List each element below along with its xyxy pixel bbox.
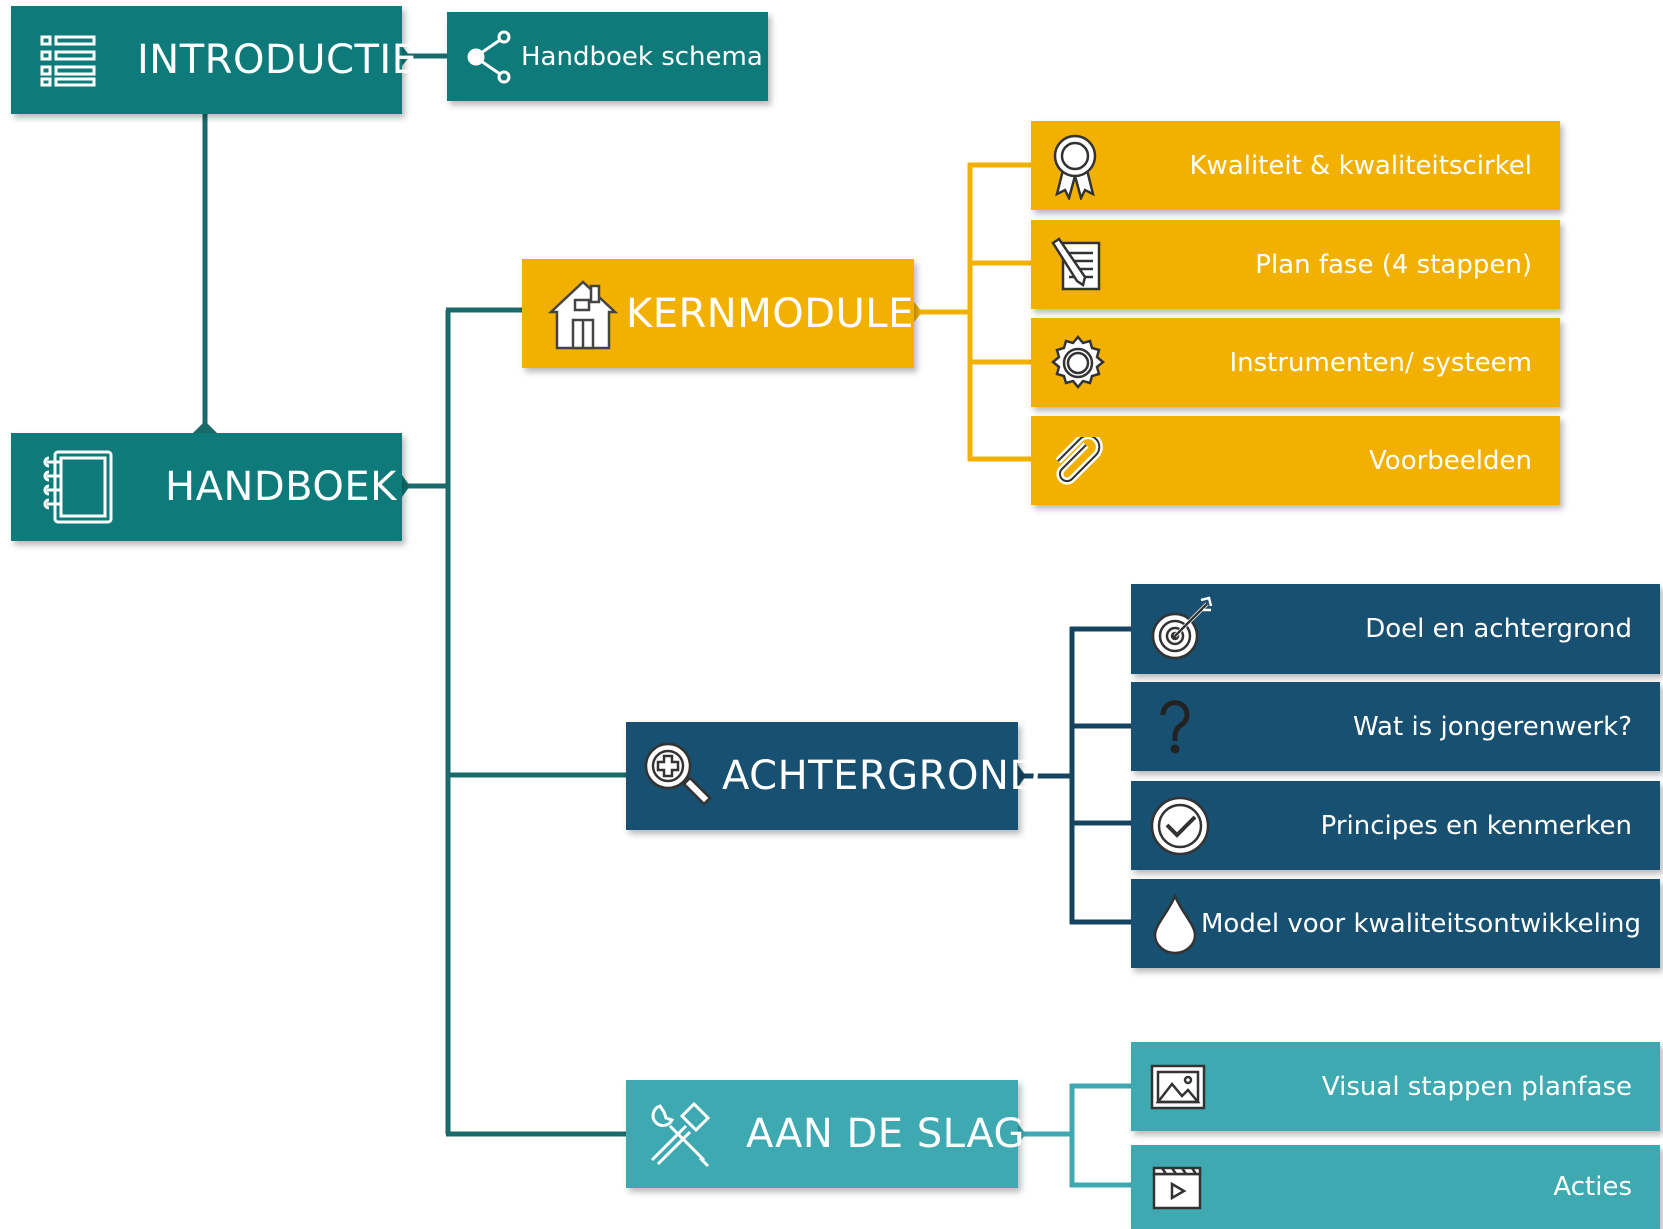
paperclip-icon xyxy=(1049,436,1105,485)
handboek-node[interactable]: HANDBOEK xyxy=(11,433,402,541)
aan-de-slag-item-label: Visual stappen planfase xyxy=(1321,1071,1632,1102)
check-circle-icon xyxy=(1149,795,1211,857)
gear-icon xyxy=(1049,334,1107,392)
kernmodule-item[interactable]: Voorbeelden xyxy=(1031,416,1560,505)
handboek-schema-node[interactable]: Handboek schema xyxy=(447,12,768,101)
kernmodule-node[interactable]: KERNMODULE xyxy=(522,259,914,368)
document-pencil-icon xyxy=(1049,236,1105,293)
achtergrond-item[interactable]: Doel en achtergrond xyxy=(1131,584,1660,674)
kernmodule-item-label: Plan fase (4 stappen) xyxy=(1255,249,1532,280)
magnifier-plus-icon xyxy=(640,738,716,814)
image-icon xyxy=(1149,1064,1207,1110)
kernmodule-item[interactable]: Instrumenten/ systeem xyxy=(1031,318,1560,407)
kernmodule-label: KERNMODULE xyxy=(626,290,914,337)
film-play-icon xyxy=(1149,1164,1205,1210)
aan-de-slag-node[interactable]: AAN DE SLAG xyxy=(626,1080,1025,1188)
kernmodule-item-label: Kwaliteit & kwaliteitscirkel xyxy=(1189,150,1532,181)
aan-de-slag-label: AAN DE SLAG xyxy=(746,1111,1026,1157)
kernmodule-item[interactable]: Kwaliteit & kwaliteitscirkel xyxy=(1031,121,1560,210)
handboek-label: HANDBOEK xyxy=(165,464,397,510)
notebook-icon xyxy=(39,448,119,526)
achtergrond-item[interactable]: Principes en kenmerken xyxy=(1131,781,1660,870)
introductie-node[interactable]: INTRODUCTIE xyxy=(11,6,417,114)
achtergrond-item-label: Wat is jongerenwerk? xyxy=(1353,711,1632,742)
achtergrond-node[interactable]: ACHTERGROND xyxy=(626,722,1040,830)
achtergrond-item-label: Model voor kwaliteitsontwikkeling xyxy=(1201,908,1642,939)
aan-de-slag-item-label: Acties xyxy=(1553,1172,1632,1202)
kernmodule-item-label: Instrumenten/ systeem xyxy=(1229,347,1532,378)
achtergrond-label: ACHTERGROND xyxy=(722,753,1041,799)
target-icon xyxy=(1149,596,1215,662)
house-icon xyxy=(544,276,622,352)
drop-icon xyxy=(1149,892,1201,955)
share-icon xyxy=(465,29,515,85)
award-ribbon-icon xyxy=(1049,132,1101,200)
kernmodule-item-label: Voorbeelden xyxy=(1369,445,1532,476)
aan-de-slag-item[interactable]: Visual stappen planfase xyxy=(1131,1042,1660,1131)
tools-icon xyxy=(640,1098,716,1170)
achtergrond-item[interactable]: Wat is jongerenwerk? xyxy=(1131,682,1660,771)
achtergrond-item-label: Doel en achtergrond xyxy=(1365,614,1632,644)
achtergrond-item-label: Principes en kenmerken xyxy=(1320,810,1632,841)
list-icon xyxy=(39,33,99,87)
achtergrond-item[interactable]: Model voor kwaliteitsontwikkeling xyxy=(1131,879,1660,968)
introductie-label: INTRODUCTIE xyxy=(137,37,418,83)
aan-de-slag-item[interactable]: Acties xyxy=(1131,1145,1660,1229)
handboek-schema-label: Handboek schema xyxy=(521,41,763,72)
question-icon xyxy=(1149,699,1201,755)
kernmodule-item[interactable]: Plan fase (4 stappen) xyxy=(1031,220,1560,309)
